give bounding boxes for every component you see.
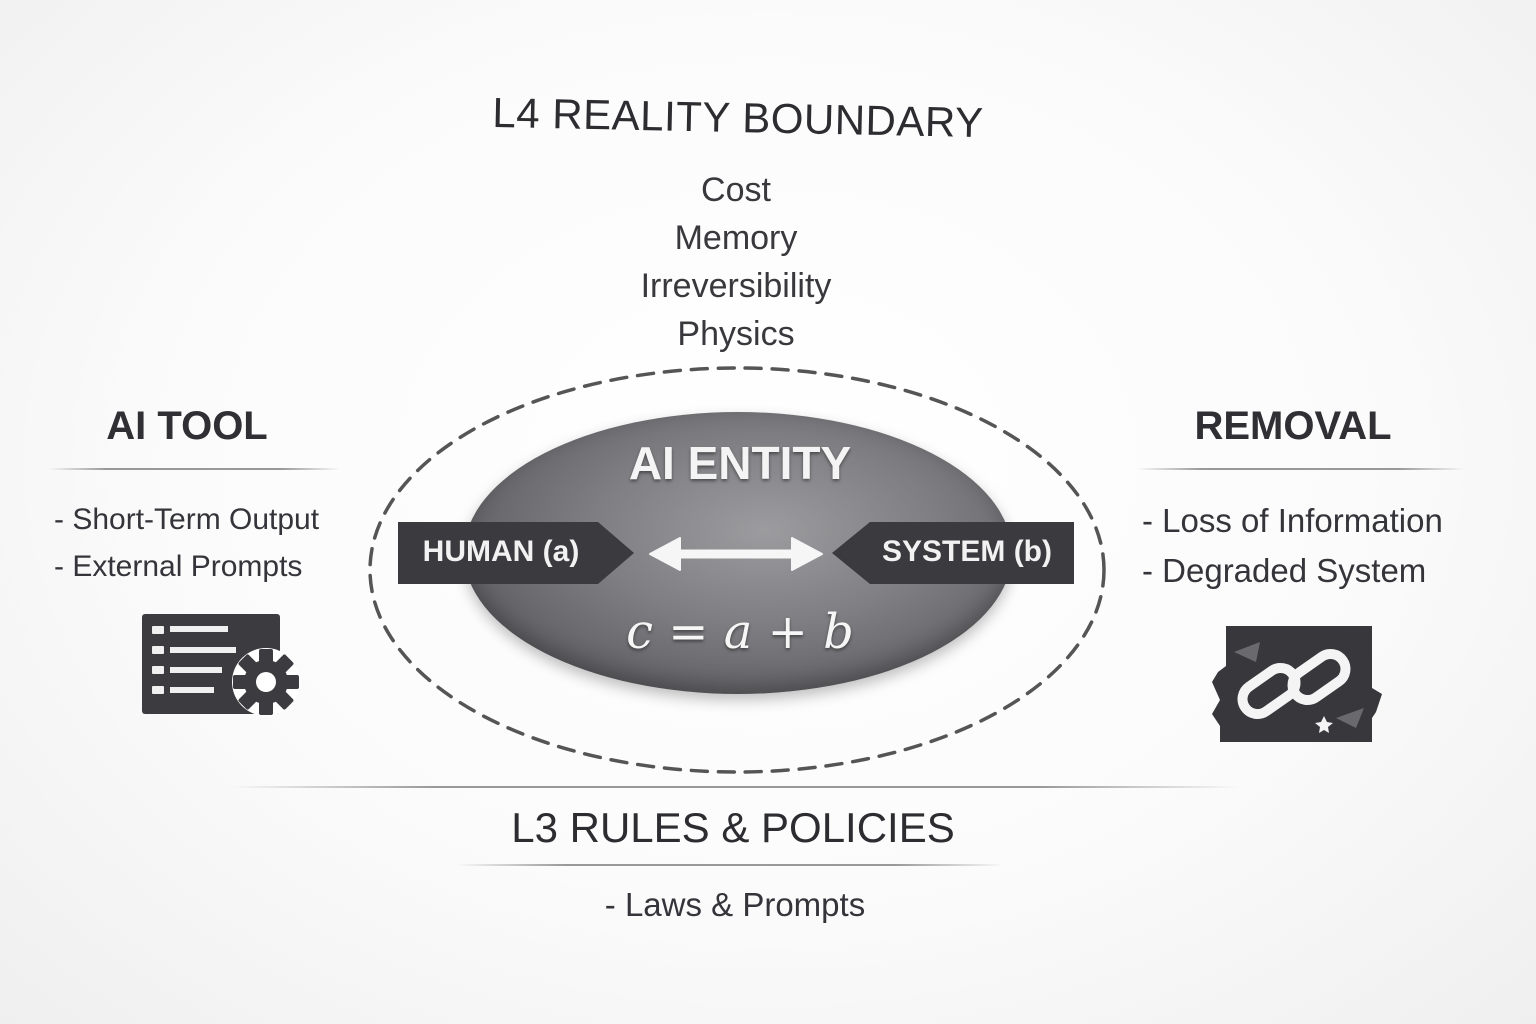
system-tag-label: SYSTEM (b) [882, 535, 1052, 568]
l4-constraint-list: Cost Memory Irreversibility Physics [586, 166, 886, 358]
l3-item-laws-prompts: - Laws & Prompts [604, 886, 866, 923]
ai-tool-list: - Short-Term Output - External Prompts [54, 496, 364, 590]
removal-divider [1136, 468, 1464, 470]
double-arrow-icon [649, 537, 823, 571]
removal-list: - Loss of Information - Degraded System [1142, 496, 1482, 596]
formula: c = a + b [626, 604, 854, 660]
l3-top-divider [232, 786, 1240, 788]
human-tag-label: HUMAN (a) [422, 535, 580, 568]
ai-tool-title: AI TOOL [106, 404, 268, 448]
human-tag [398, 522, 634, 584]
l3-title: L3 RULES & POLICIES [511, 804, 955, 851]
removal-item-loss-of-information: - Loss of Information [1142, 502, 1443, 539]
l3-list: - Laws & Prompts [520, 882, 950, 928]
removal-title: REMOVAL [1194, 404, 1392, 448]
ai-tool-item-external-prompts: - External Prompts [54, 550, 303, 583]
l4-item-physics: Physics [677, 315, 795, 353]
list-with-gear-icon [142, 614, 300, 716]
broken-link-icon [1212, 626, 1382, 742]
ai-entity-title: AI ENTITY [628, 437, 852, 489]
removal-item-degraded-system: - Degraded System [1142, 552, 1427, 589]
system-tag [832, 522, 1074, 584]
ai-tool-divider [48, 468, 340, 470]
l4-item-irreversibility: Irreversibility [640, 267, 832, 305]
l4-item-memory: Memory [674, 219, 798, 257]
ai-tool-item-short-term-output: - Short-Term Output [54, 503, 320, 536]
l3-divider [456, 864, 1004, 866]
l4-item-cost: Cost [701, 171, 771, 209]
